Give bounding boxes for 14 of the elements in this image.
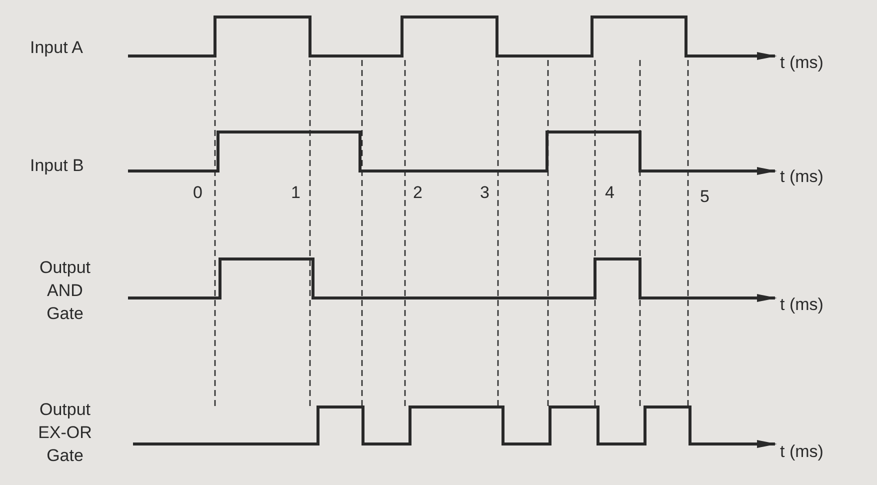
time-tick-label: 4: [605, 182, 614, 204]
time-tick-label: 0: [193, 182, 202, 204]
axis-label: t (ms): [780, 52, 824, 74]
axis-label: t (ms): [780, 166, 824, 188]
signal-name: Output EX-OR Gate: [37, 399, 93, 467]
signal-name: Input A: [30, 37, 83, 59]
signal-name: Input B: [30, 155, 84, 177]
time-tick-label: 5: [700, 186, 710, 208]
signal-name: Output AND Gate: [38, 257, 92, 325]
time-tick-label: 2: [413, 182, 422, 204]
axis-label: t (ms): [780, 441, 824, 463]
time-tick-label: 3: [480, 182, 490, 204]
time-tick-label: 1: [291, 182, 300, 204]
axis-label: t (ms): [780, 294, 824, 316]
